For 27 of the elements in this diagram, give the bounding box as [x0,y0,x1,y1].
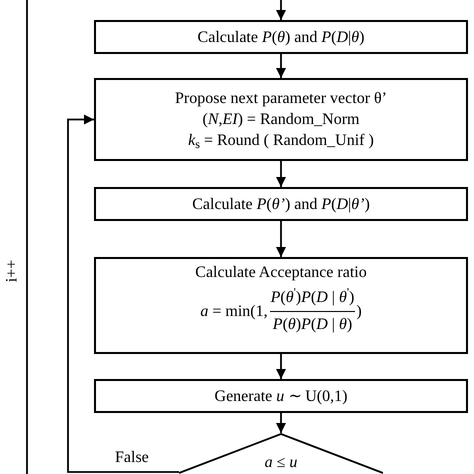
arrow [276,413,286,433]
loop-label: i++ [4,260,20,282]
process-box [94,257,468,354]
step-text: Calculate P(θ’) and P(D|θ’) [192,194,370,214]
fraction-numerator: P(θ$^{'}$)P(D | θ$^{'}$) [270,288,356,308]
step-text: Propose next parameter vector θ’ [174,89,388,109]
formula-text: a = min(1, [200,302,268,322]
process-box [94,187,468,221]
arrow [276,0,286,20]
process-box [94,20,468,54]
decision-text: a ≤ u [264,454,298,472]
arrow [67,114,179,473]
arrow [276,54,286,78]
arrow [276,354,286,379]
step-text: Generate u ∼ U(0,1) [214,386,348,406]
step-text: Calculate Acceptance ratio [195,263,367,283]
step-text: (N,EI) = Random_Norm [202,110,360,130]
arrow [276,221,286,257]
arrow [276,161,286,187]
edge-label: False [115,449,149,467]
process-box [94,78,468,161]
formula-text: ) [356,302,362,322]
process-box [94,379,468,413]
step-text: k$_{s}$ = Round ( Random_Unif ) [188,131,374,151]
fraction-denominator: P(θ)P(D | θ) [272,315,354,335]
step-text: Calculate P(θ) and P(D|θ) [198,28,364,48]
decision-diamond [179,433,383,474]
